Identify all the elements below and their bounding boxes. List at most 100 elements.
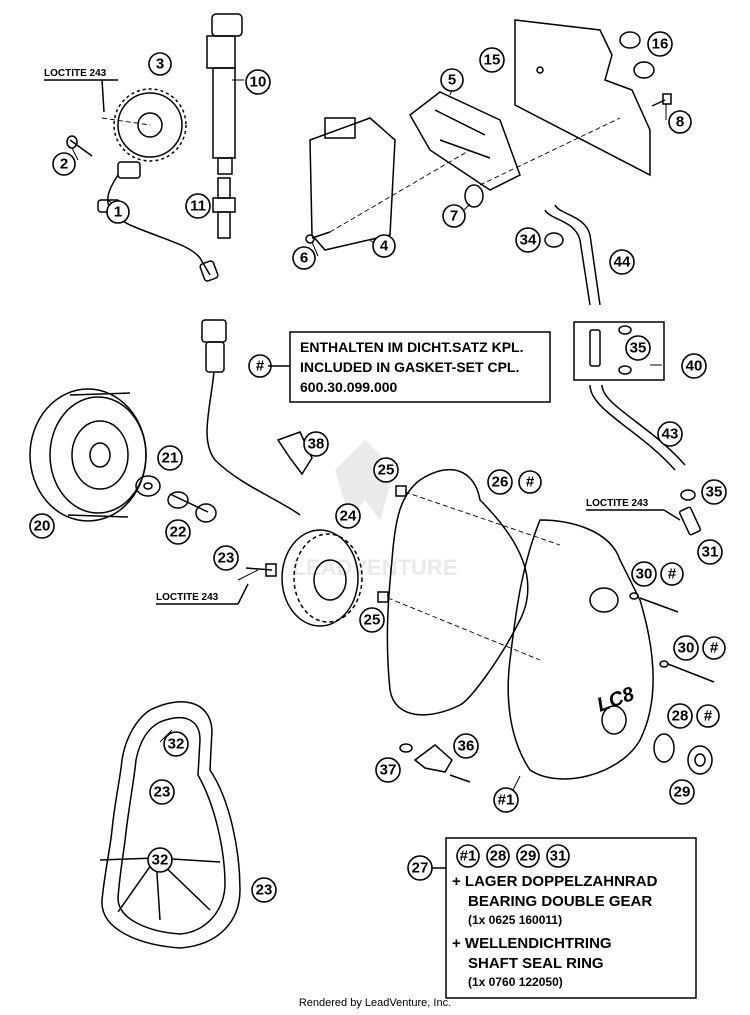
callout-23c: 23	[251, 877, 277, 903]
screw-2	[66, 135, 93, 157]
svg-text:2: 2	[60, 156, 68, 173]
callout-35b: 35	[701, 479, 727, 505]
callout-box-hash-1: #1	[456, 844, 480, 868]
callout-34: 34	[515, 227, 541, 253]
grommet-7	[464, 184, 484, 208]
svg-text:23: 23	[154, 784, 171, 801]
svg-text:LEADVENTURE: LEADVENTURE	[292, 555, 457, 580]
callout-hash-26: #	[518, 470, 542, 494]
svg-text:35: 35	[706, 484, 723, 501]
svg-text:38: 38	[308, 436, 325, 453]
cover-gasket-26	[386, 469, 529, 716]
cable-guide-38	[276, 431, 313, 476]
screw-23	[245, 563, 277, 577]
callout-23a: 23	[213, 545, 239, 571]
svg-text:40: 40	[686, 358, 703, 375]
clip-35	[680, 489, 696, 501]
seal-28	[653, 733, 675, 763]
breather-hose-44	[544, 204, 601, 306]
svg-text:#: #	[668, 566, 677, 583]
callout-23b: 23	[149, 779, 175, 805]
svg-text:#: #	[710, 640, 719, 657]
breather-hose-43	[589, 384, 686, 471]
callout-32a: 32	[163, 731, 189, 757]
callout-hash-30b: #	[702, 636, 726, 660]
svg-text:#1: #1	[498, 792, 515, 809]
svg-text:3: 3	[156, 56, 164, 73]
spark-plug	[212, 177, 236, 239]
callout-21: 21	[157, 445, 183, 471]
svg-text:28: 28	[672, 708, 689, 725]
washer-37	[399, 743, 413, 753]
callout-43: 43	[657, 421, 683, 447]
svg-text:31: 31	[550, 848, 567, 865]
ecu-bracket	[409, 91, 521, 191]
svg-text:29: 29	[674, 784, 691, 801]
svg-text:35: 35	[630, 340, 647, 357]
nut-22	[167, 491, 217, 523]
callout-35a: 35	[625, 335, 651, 361]
callout-6: 6	[292, 246, 316, 270]
svg-text:25: 25	[378, 462, 395, 479]
svg-text:24: 24	[340, 508, 357, 525]
gasket-info-line-2: INCLUDED IN GASKET-SET CPL.	[300, 359, 519, 375]
callout-hash-28: #	[696, 704, 720, 728]
cover-screws-30	[629, 592, 715, 683]
callout-40: 40	[681, 353, 707, 379]
callout-11: 11	[185, 193, 211, 219]
stator-cable	[201, 319, 301, 516]
cover-plate	[514, 19, 651, 177]
callout-36: 36	[453, 733, 479, 759]
svg-text:6: 6	[300, 250, 308, 267]
svg-text:37: 37	[380, 762, 397, 779]
svg-text:#: #	[256, 358, 265, 375]
svg-text:43: 43	[662, 426, 679, 443]
dowel-pin-25a	[395, 485, 407, 497]
callout-2: 2	[52, 152, 76, 176]
svg-text:#: #	[526, 474, 535, 491]
svg-text:#: #	[704, 708, 713, 725]
svg-text:30: 30	[636, 566, 653, 583]
loctite-label-3: LOCTITE 243	[156, 583, 249, 605]
callout-3: 3	[148, 52, 172, 76]
svg-text:23: 23	[256, 882, 273, 899]
callout-25a: 25	[373, 457, 399, 483]
callout-44: 44	[609, 249, 635, 275]
svg-text:20: 20	[34, 518, 51, 535]
bearing-info-line-1: + LAGER DOPPELZAHNRAD	[452, 873, 658, 890]
callout-5: 5	[440, 68, 464, 92]
svg-text:LOCTITE 243: LOCTITE 243	[586, 498, 649, 509]
callout-24: 24	[335, 503, 361, 529]
callout-22: 22	[165, 519, 191, 545]
screw-6	[305, 231, 331, 244]
svg-text:11: 11	[190, 198, 206, 215]
callout-26: 26	[487, 469, 513, 495]
screw-8	[651, 93, 672, 107]
callout-20: 20	[29, 513, 55, 539]
gasket-info-line-1: ENTHALTEN IM DICHT.SATZ KPL.	[300, 339, 523, 355]
svg-text:29: 29	[520, 848, 537, 865]
callout-hash-1-cover: #1	[493, 787, 519, 813]
callout-hash-30a: #	[660, 562, 684, 586]
svg-text:31: 31	[702, 544, 719, 561]
bearing-info-line-6: (1x 0760 122050)	[468, 975, 563, 989]
callout-16: 16	[647, 31, 673, 57]
callout-4: 4	[372, 234, 396, 258]
svg-text:32: 32	[152, 852, 169, 869]
svg-text:7: 7	[450, 208, 458, 225]
svg-text:LOCTITE 243: LOCTITE 243	[156, 592, 219, 603]
svg-text:21: 21	[162, 450, 179, 467]
svg-text:LOCTITE 243: LOCTITE 243	[44, 68, 107, 79]
svg-text:44: 44	[614, 254, 631, 271]
callout-31: 31	[697, 539, 723, 565]
svg-text:22: 22	[170, 524, 187, 541]
svg-text:10: 10	[250, 74, 267, 91]
callout-38: 38	[303, 431, 329, 457]
callout-10: 10	[245, 69, 271, 95]
bearing-info-box: + LAGER DOPPELZAHNRAD BEARING DOUBLE GEA…	[445, 837, 697, 999]
bearing-info-line-4: + WELLENDICHTRING	[452, 935, 612, 952]
callout-28: 28	[667, 703, 693, 729]
svg-text:27: 27	[412, 860, 429, 877]
callout-30b: 30	[673, 635, 699, 661]
hose-clamp-34	[544, 232, 564, 248]
